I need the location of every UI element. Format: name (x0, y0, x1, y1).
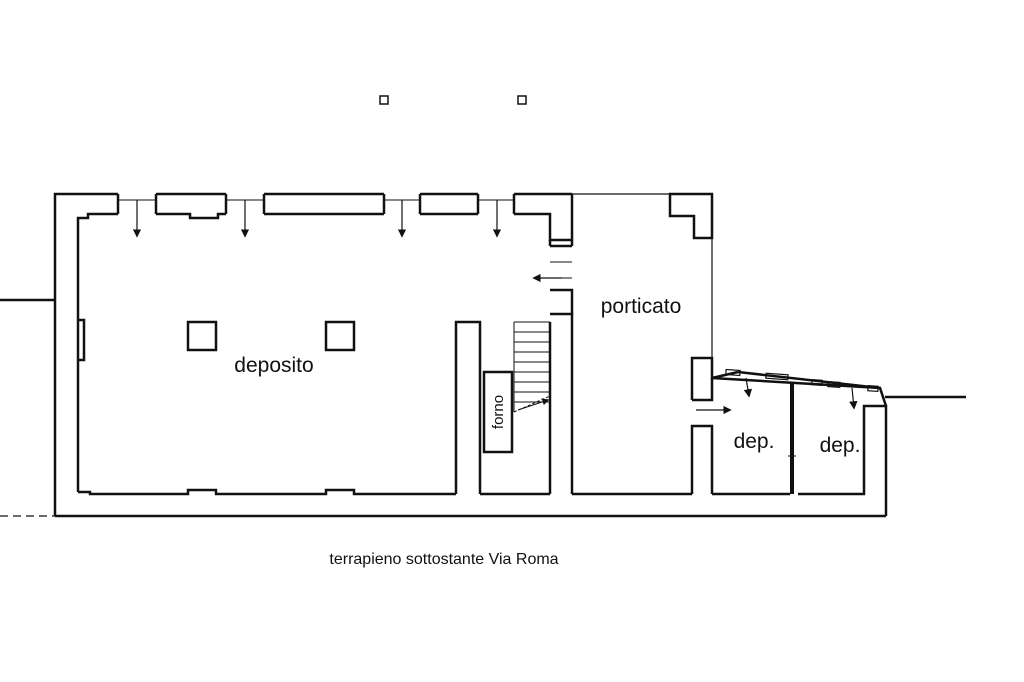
deposito-walls (53, 192, 886, 518)
window-arrows (132, 200, 562, 283)
room-label-forno: forno (490, 395, 507, 429)
marker-square-left (379, 95, 389, 105)
dep-partition (788, 382, 796, 494)
pillar-right (324, 320, 356, 352)
caption: terrapieno sottostante Via Roma (329, 551, 558, 568)
room-label-deposito: deposito (234, 354, 313, 377)
room-label-dep-left: dep. (734, 430, 775, 453)
pillar-left (186, 320, 218, 352)
dep-walls (690, 356, 888, 516)
dep-windows (725, 368, 879, 392)
marker-square-right (517, 95, 527, 105)
forno-box (482, 370, 514, 454)
dep-arrows (696, 377, 858, 415)
window-sills (118, 199, 572, 279)
porticato-outline (572, 193, 713, 358)
room-label-dep-right: dep. (820, 434, 861, 457)
room-label-porticato: porticato (601, 295, 682, 318)
staircase (513, 321, 551, 413)
porticato-corner-pillar (668, 192, 714, 240)
